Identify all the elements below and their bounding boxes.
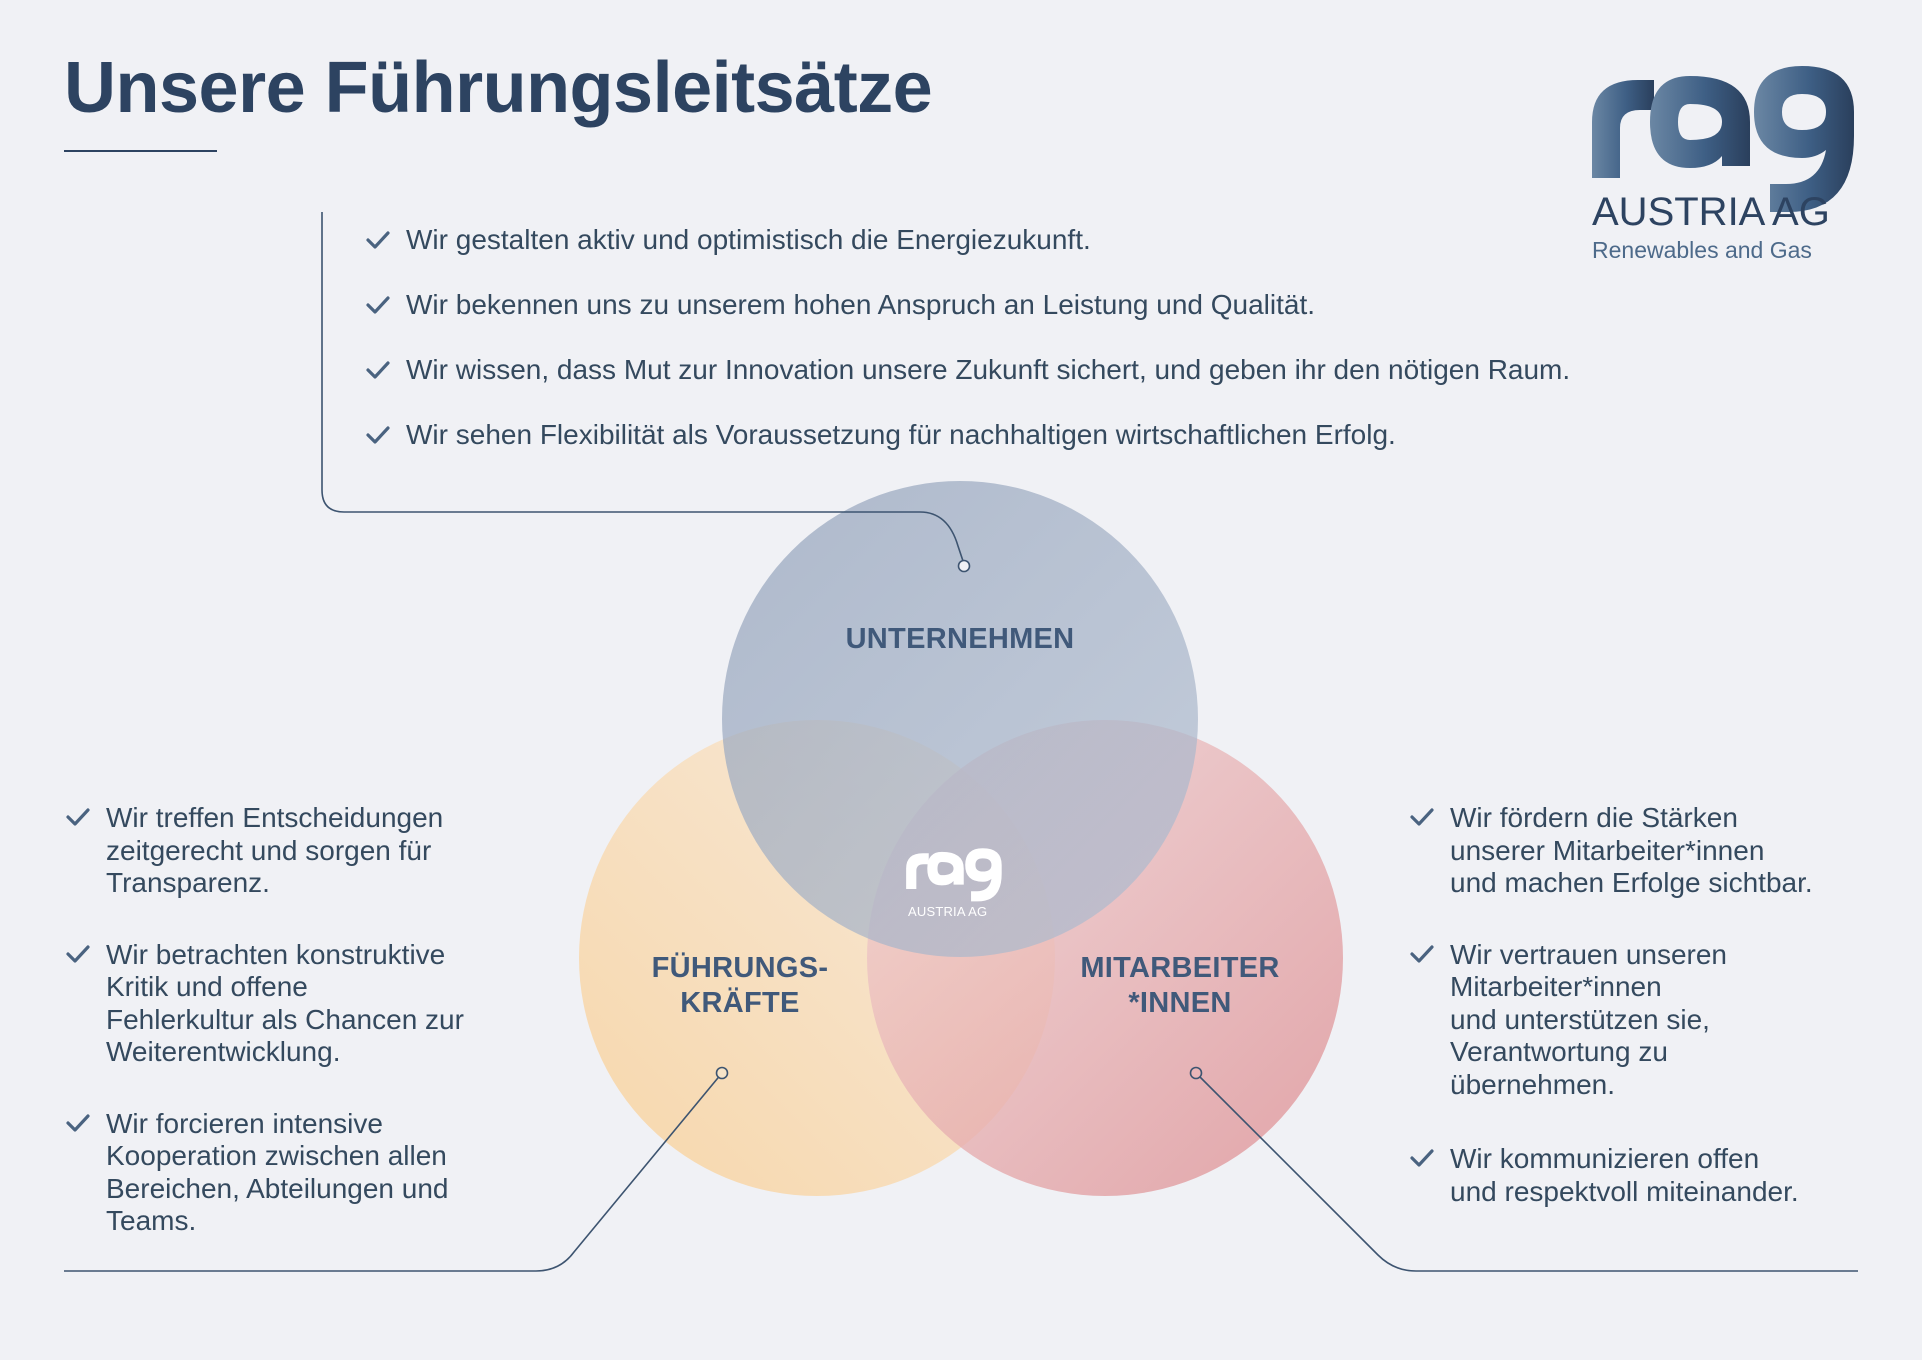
connector-dot-fuehrungskraefte — [715, 1066, 729, 1080]
list-item: Wir gestalten aktiv und optimistisch die… — [366, 222, 1570, 258]
venn-label-unternehmen: UNTERNEHMEN — [845, 623, 1075, 655]
principle-line: Fehlerkultur als Chancen zur — [106, 1003, 464, 1035]
check-icon — [366, 296, 390, 314]
list-item: Wir forcieren intensive Kooperation zwis… — [66, 1108, 536, 1238]
page-title: Unsere Führungsleitsätze — [64, 48, 933, 128]
list-item: Wir bekennen uns zu unserem hohen Anspru… — [366, 287, 1570, 323]
list-item: Wir wissen, dass Mut zur Innovation unse… — [366, 352, 1570, 388]
check-icon — [66, 808, 90, 826]
check-icon — [366, 231, 390, 249]
title-underline — [64, 150, 217, 152]
logo-tagline: Renewables and Gas — [1592, 237, 1812, 263]
principle-line: Mitarbeiter*innen — [1450, 971, 1662, 1002]
list-item: Wir treffen Entscheidungen zeitgerecht u… — [66, 802, 536, 900]
venn-label-mitarbeiter: MITARBEITER *INNEN — [1040, 951, 1320, 1021]
principle-line: Kooperation zwischen allen — [106, 1140, 447, 1171]
principle-line: Teams. — [106, 1205, 197, 1236]
principle-line: Wir vertrauen unseren — [1450, 938, 1728, 970]
principle-text: Wir wissen, dass Mut zur Innovation unse… — [406, 354, 1571, 385]
list-item: Wir betrachten konstruktive Kritik und o… — [66, 939, 536, 1069]
logo-wordmark: AUSTRIA AG — [1592, 190, 1830, 234]
principles-mitarbeiter-list: Wir fördern die Stärken unserer Mitarbei… — [1410, 802, 1880, 1247]
check-icon — [66, 1113, 90, 1132]
principle-line: Kritik und offene — [106, 971, 308, 1002]
connector-fuehrungskraefte — [64, 1072, 723, 1272]
check-icon — [1410, 1149, 1434, 1167]
principle-line: und unterstützen sie, — [1450, 1003, 1710, 1035]
check-icon — [366, 361, 390, 379]
principle-line: Wir fördern die Stärken — [1450, 802, 1738, 833]
list-item: Wir vertrauen unseren Mitarbeiter*innen … — [1410, 939, 1880, 1102]
principles-unternehmen-list: Wir gestalten aktiv und optimistisch die… — [366, 222, 1570, 482]
check-icon — [1410, 944, 1434, 963]
list-item: Wir sehen Flexibilität als Voraussetzung… — [366, 417, 1570, 453]
principle-line: Wir kommunizieren offen — [1450, 1143, 1760, 1174]
check-icon — [1410, 808, 1434, 826]
list-item: Wir kommunizieren offen und respektvoll … — [1410, 1143, 1880, 1208]
principle-text: Wir bekennen uns zu unserem hohen Anspru… — [406, 289, 1316, 320]
center-rag-logo: AUSTRIA AG — [900, 846, 1030, 926]
principle-line: Wir forcieren intensive — [106, 1107, 383, 1139]
venn-label-line: FÜHRUNGS- — [651, 952, 829, 984]
list-item: Wir fördern die Stärken unserer Mitarbei… — [1410, 802, 1880, 900]
venn-label-line: MITARBEITER — [1080, 952, 1280, 984]
principle-text: Wir sehen Flexibilität als Voraussetzung… — [406, 419, 1396, 450]
check-icon — [366, 426, 390, 444]
circle-unternehmen — [722, 481, 1198, 957]
center-logo-wordmark: AUSTRIA AG — [908, 904, 988, 919]
principle-line: übernehmen. — [1450, 1068, 1616, 1100]
principle-line: unserer Mitarbeiter*innen — [1450, 834, 1765, 866]
rag-logo: AUSTRIA AG Renewables and Gas — [1590, 60, 1862, 270]
principle-line: Weiterentwicklung. — [106, 1036, 341, 1067]
principles-fuehrungskraefte-list: Wir treffen Entscheidungen zeitgerecht u… — [66, 802, 536, 1277]
connector-unternehmen — [321, 212, 965, 565]
rag-logo-mark — [1592, 66, 1854, 212]
principle-text: Wir gestalten aktiv und optimistisch die… — [406, 224, 1091, 255]
principle-line: Wir treffen Entscheidungen — [106, 802, 444, 833]
connector-dot-unternehmen — [957, 559, 971, 573]
connector-mitarbeiter — [1195, 1072, 1858, 1272]
connector-dot-mitarbeiter — [1189, 1066, 1203, 1080]
venn-label-fuehrungskraefte: FÜHRUNGS- KRÄFTE — [600, 951, 880, 1021]
principle-line: und machen Erfolge sichtbar. — [1450, 867, 1813, 898]
venn-label-line: KRÄFTE — [680, 987, 800, 1019]
principle-line: Wir betrachten konstruktive — [106, 938, 446, 970]
center-rag-logo-mark — [906, 848, 1002, 902]
principle-line: Transparenz. — [106, 867, 270, 898]
principle-line: Bereichen, Abteilungen und — [106, 1172, 449, 1204]
principle-line: und respektvoll miteinander. — [1450, 1175, 1799, 1207]
principle-line: Verantwortung zu — [1450, 1036, 1668, 1067]
principle-line: zeitgerecht und sorgen für — [106, 834, 432, 866]
check-icon — [66, 944, 90, 963]
venn-label-line: *INNEN — [1128, 987, 1232, 1019]
